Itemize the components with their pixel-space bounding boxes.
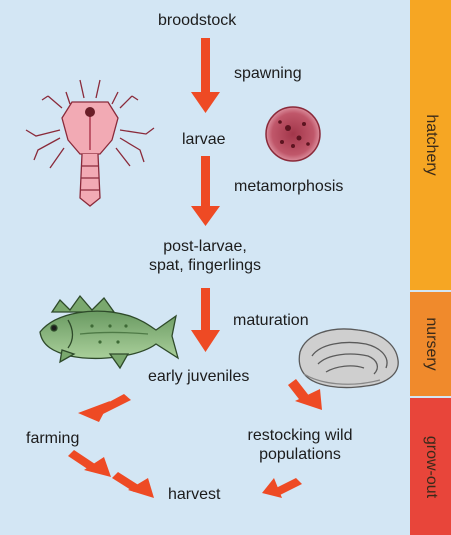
phase-label-grow-out: grow-out bbox=[422, 435, 440, 497]
stage-restocking-line2: populations bbox=[234, 445, 366, 464]
phase-band-nursery: nursery bbox=[410, 292, 451, 396]
stage-post-larvae: post-larvae, spat, fingerlings bbox=[130, 237, 280, 275]
arrow-to-restocking bbox=[288, 379, 322, 410]
phase-band-hatchery: hatchery bbox=[410, 0, 451, 290]
process-maturation: maturation bbox=[233, 311, 309, 330]
arrow-broodstock-to-larvae bbox=[191, 38, 220, 113]
stage-farming: farming bbox=[26, 429, 79, 448]
stage-harvest: harvest bbox=[168, 485, 220, 504]
oyster-spat-icon bbox=[266, 107, 320, 161]
stage-restocking: restocking wild populations bbox=[234, 426, 366, 464]
phase-band-grow-out: grow-out bbox=[410, 398, 451, 535]
arrow-farming-to-harvest bbox=[68, 450, 154, 498]
oyster-icon bbox=[299, 329, 398, 388]
stage-larvae: larvae bbox=[182, 130, 226, 149]
arrow-restocking-to-harvest bbox=[262, 478, 302, 498]
stage-post-larvae-line2: spat, fingerlings bbox=[130, 256, 280, 275]
arrow-larvae-to-post-larvae bbox=[191, 156, 220, 226]
phase-label-hatchery: hatchery bbox=[422, 114, 440, 175]
bass-fish-icon bbox=[40, 296, 178, 368]
shrimp-larva-icon bbox=[26, 80, 154, 206]
arrow-post-larvae-to-early-juveniles bbox=[191, 288, 220, 352]
arrow-to-farming bbox=[78, 394, 131, 422]
stage-broodstock: broodstock bbox=[158, 11, 236, 30]
stage-early-juveniles: early juveniles bbox=[148, 367, 249, 386]
process-metamorphosis: metamorphosis bbox=[234, 177, 343, 196]
stage-post-larvae-line1: post-larvae, bbox=[130, 237, 280, 256]
stage-restocking-line1: restocking wild bbox=[234, 426, 366, 445]
process-spawning: spawning bbox=[234, 64, 302, 83]
phase-label-nursery: nursery bbox=[422, 317, 440, 370]
